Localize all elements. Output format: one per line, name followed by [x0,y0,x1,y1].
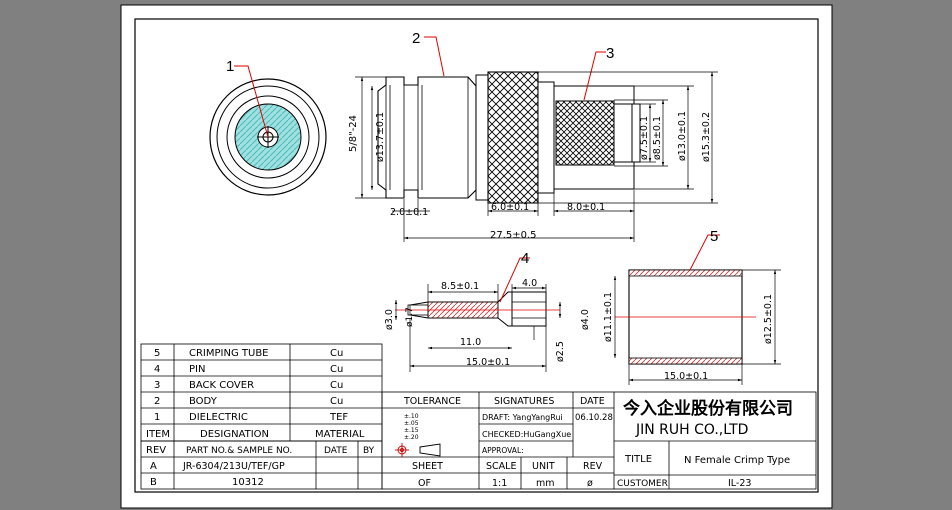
side-view: 2 3 [377,30,641,204]
bom-item: 5 [154,348,160,359]
dim-len150pin: 15.0±0.1 [466,357,510,368]
bom-material: Cu [330,348,343,359]
rev-row-a-part: JR-6304/213U/TEF/GP [182,461,285,472]
bom-rows: 5 CRIMPING TUBE Cu 4 PIN Cu 3 BACK COVER… [146,348,365,440]
bom-item: 4 [154,364,160,375]
dim-len85: 8.5±0.1 [441,281,479,292]
scale-value: 1:1 [492,478,507,489]
company-name-en: JIN RUH CO.,LTD [635,422,748,438]
callout-5: 5 [710,228,718,245]
customer-value: IL-23 [728,478,751,489]
rev-header-rev: REV [146,445,166,456]
bom-material: Cu [330,396,343,407]
dim-len150tube: 15.0±0.1 [664,371,708,382]
bom-designation: CRIMPING TUBE [189,348,269,359]
dim-d40: ø4.0 [580,309,591,330]
dim-len60: 6.0±0.1 [491,202,529,213]
callout-3: 3 [606,45,614,62]
sheet-label: SHEET [412,461,443,472]
dim-d125: ø12.5±0.1 [763,294,774,344]
rev-header-date: DATE [324,446,348,456]
dim-len275: 27.5±0.5 [490,230,537,241]
dim-d25: ø2.5 [555,341,566,362]
rev-row-a: A [150,461,157,472]
dim-d137: ø13.7±0.1 [375,112,386,162]
dim-len80: 8.0±0.1 [567,202,605,213]
unit-value: mm [536,478,555,489]
bom-header-material: MATERIAL [315,429,365,440]
dim-d75: ø7.5±0.1 [639,116,650,160]
approval-signature: APPROVAL: [482,446,524,455]
dim-d85: ø8.5±0.1 [652,116,663,160]
bom-designation: BACK COVER [189,380,254,391]
dim-d111: ø11.1±0.1 [603,292,614,342]
tolerance-line: ±.10 [404,413,419,420]
dim-d17: ø1.7 [405,307,415,327]
bom-material: Cu [330,380,343,391]
bom-header-item: ITEM [146,429,170,440]
bom-item: 2 [154,396,160,407]
tube-dimensions [613,269,781,385]
dim-len40: 4.0 [522,278,537,289]
bom-item: 1 [154,412,160,423]
side-dimensions [355,71,718,242]
bom-designation: PIN [189,364,205,375]
dim-len20: 2.0±0.1 [390,207,428,218]
date-value: 06.10.28 [575,413,613,423]
rev-row-b: B [150,477,157,488]
unit-label: UNIT [532,461,555,472]
dim-d153: ø15.3±0.2 [701,112,712,162]
bom-header-designation: DESIGNATION [200,429,269,440]
date-label: DATE [580,396,605,407]
tolerance-line: ±.20 [404,434,419,441]
dim-d130: ø13.0±0.1 [677,111,688,161]
bom-designation: BODY [189,396,218,407]
crimp-knurl [555,100,615,166]
dim-len110: 11.0 [460,337,481,348]
title-block-grid [381,391,817,490]
pin-view: 4 [395,250,560,327]
callout-2: 2 [412,30,420,47]
revision-table [140,440,383,490]
scale-label: SCALE [486,461,516,472]
dim-d30: ø3.0 [384,309,395,330]
title-label: TITLE [624,454,652,465]
callout-4: 4 [521,250,529,267]
sheet-value: OF [418,478,431,489]
rev-header-part: PART NO.& SAMPLE NO. [186,446,292,456]
tolerance-values: ±.10 ±.05 ±.15 ±.20 [404,413,419,441]
rev-header-by: BY [363,446,375,456]
bom-designation: DIELECTRIC [189,412,248,423]
customer-label: CUSTOMER [617,479,668,489]
tolerance-line: ±.15 [404,427,419,434]
tolerance-line: ±.05 [404,420,419,427]
bom-material: TEF [329,412,348,423]
checked-signature: CHECKED:HuGangXue [482,430,571,439]
front-view: 1 [209,58,327,196]
crimp-tube-view: 5 [615,228,756,365]
dim-thread: 5/8"-24 [348,115,359,152]
company-name-cn: 今入企业股份有限公司 [623,398,793,419]
draft-signature: DRAFT: YangYangRui [482,413,563,422]
callout-1: 1 [226,58,234,75]
inner-frame [134,18,819,493]
bom-item: 3 [154,380,160,391]
signatures-label: SIGNATURES [494,396,554,407]
rev-row-b-part: 10312 [232,477,264,488]
title-value: N Female Crimp Type [684,455,790,466]
knurled-nut [487,71,539,204]
bom-material: Cu [330,364,343,375]
rev-value: ø [587,478,593,489]
rev-label: REV [583,461,603,472]
tolerance-label: TOLERANCE [403,396,461,407]
projection-symbol [395,443,441,457]
pin-dimensions [394,284,562,372]
